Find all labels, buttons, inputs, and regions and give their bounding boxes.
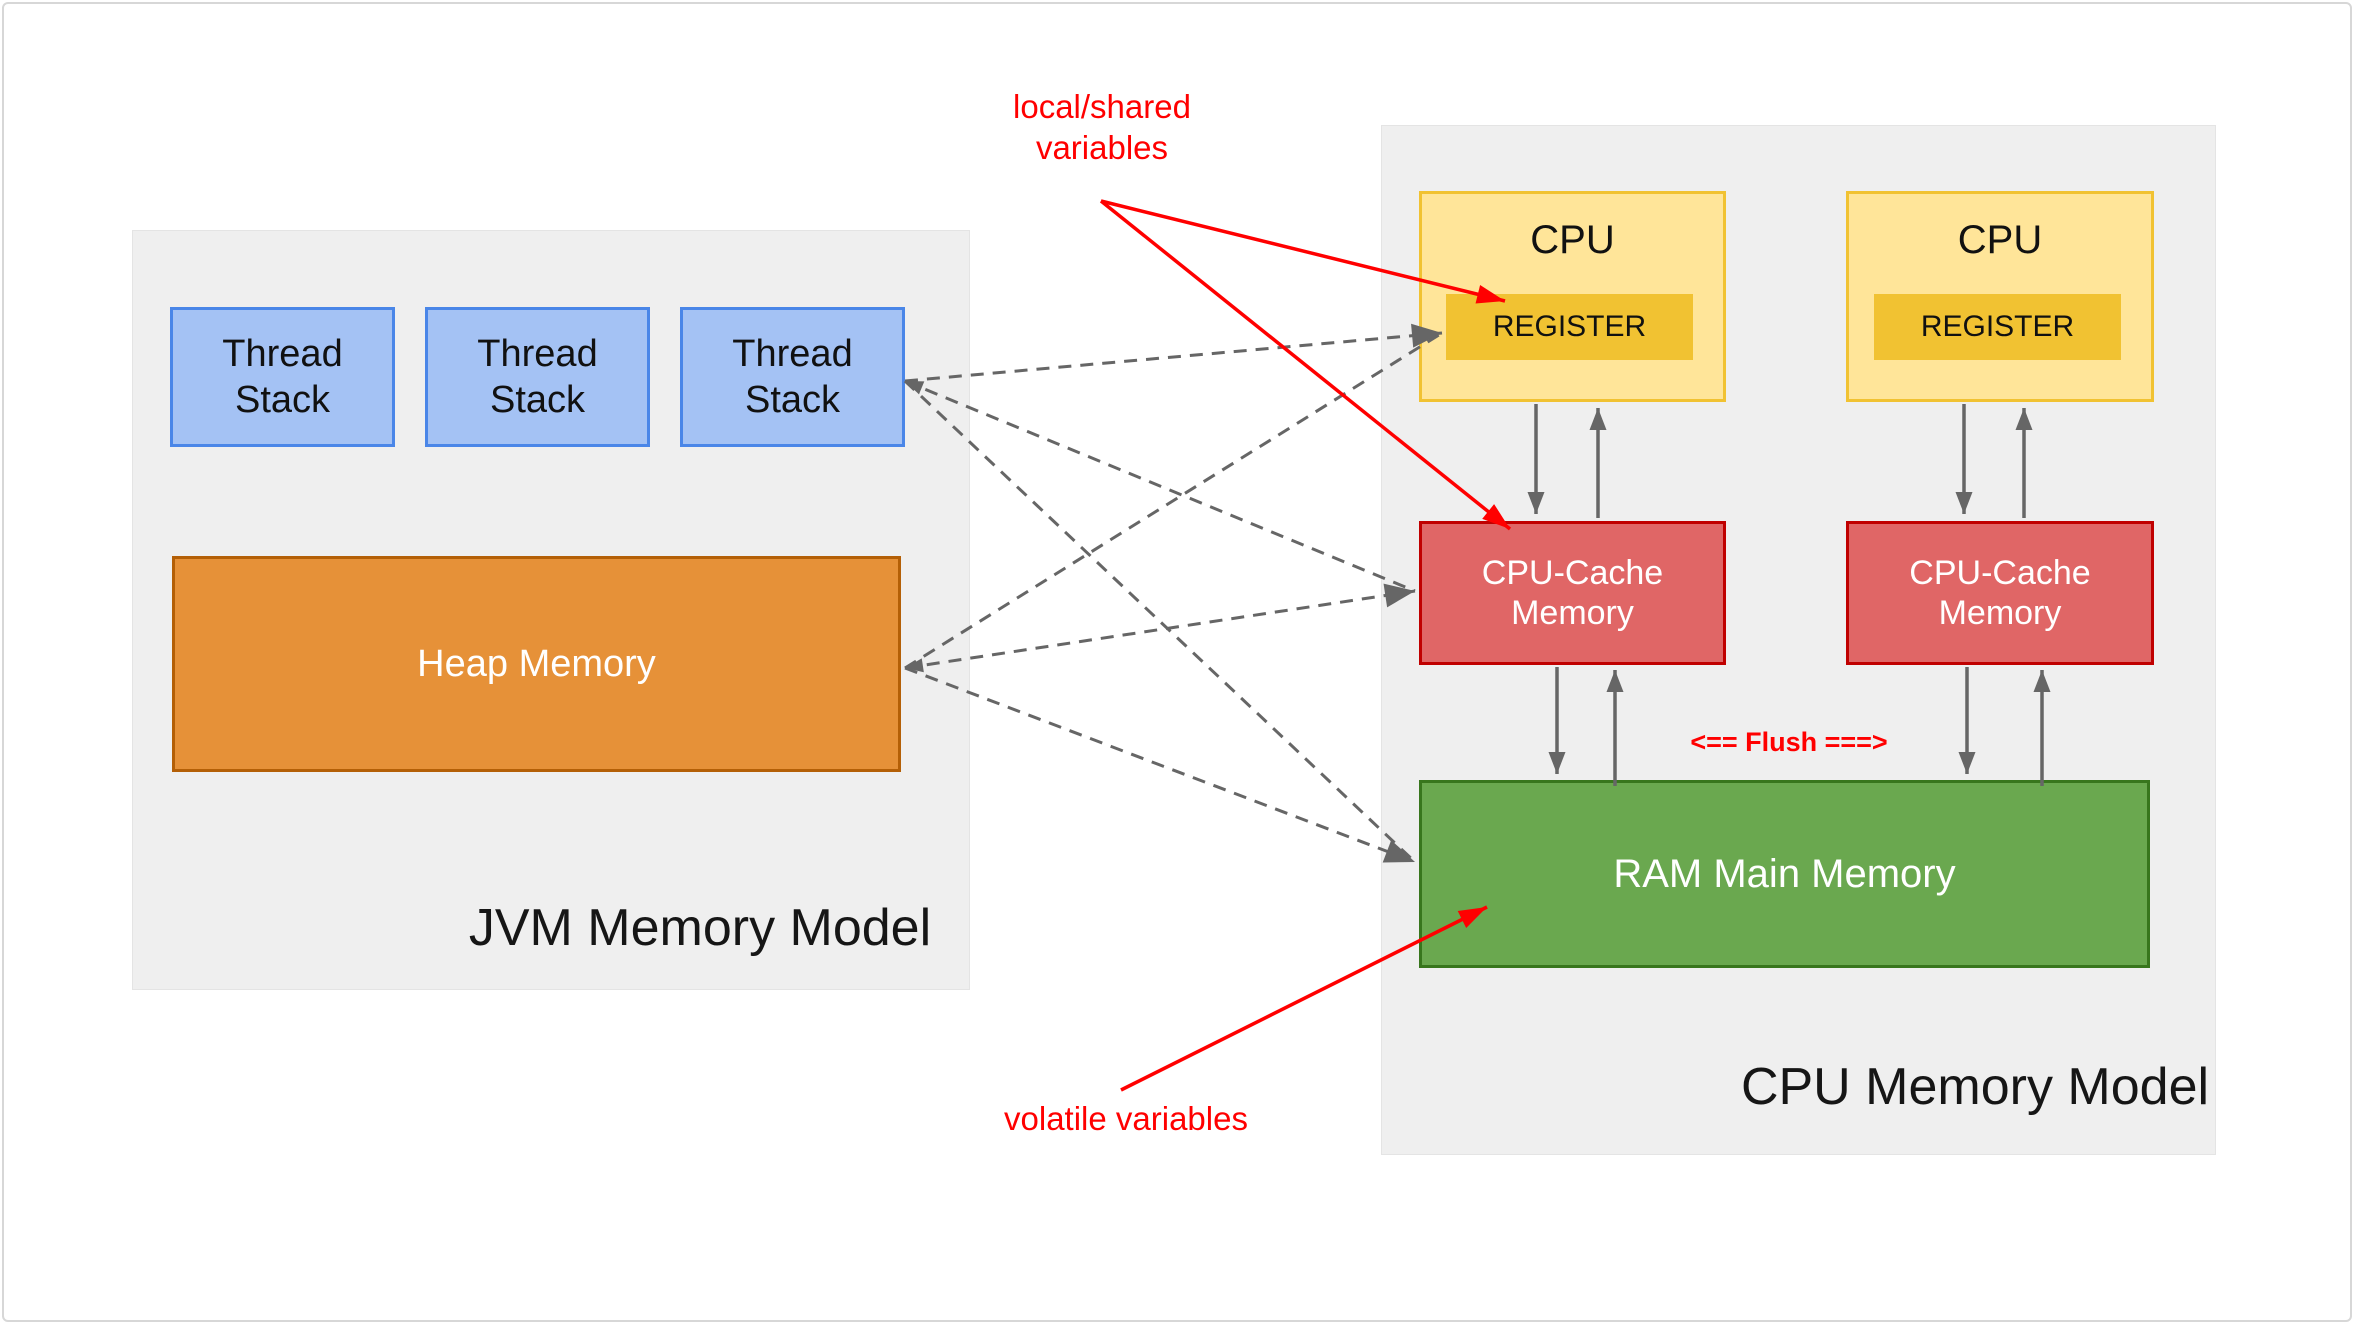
- cpu-panel-title: CPU Memory Model: [1740, 1058, 2210, 1116]
- register-label: REGISTER: [1920, 310, 2075, 343]
- register-box-2: REGISTER: [1874, 294, 2121, 360]
- cpu-label: CPU: [1957, 218, 2043, 262]
- cpu-cache-label: CPU-Cache Memory: [1909, 554, 2091, 632]
- dashed-connector-arrow: [904, 331, 1443, 383]
- thread-stack-label: Thread Stack: [222, 333, 343, 421]
- thread-stack-box-3: Thread Stack: [680, 307, 905, 447]
- cpu-cache-box-2: CPU-Cache Memory: [1846, 521, 2154, 665]
- jvm-panel-title: JVM Memory Model: [468, 899, 932, 957]
- thread-stack-box-2: Thread Stack: [425, 307, 650, 447]
- cpu-cache-box-1: CPU-Cache Memory: [1419, 521, 1726, 665]
- thread-stack-label: Thread Stack: [732, 333, 853, 421]
- dashed-connector-arrow: [903, 379, 1417, 864]
- cpu-cache-label: CPU-Cache Memory: [1481, 554, 1664, 632]
- register-box-1: REGISTER: [1446, 294, 1693, 360]
- volatile-variables-annotation: volatile variables: [1004, 1100, 1248, 1137]
- dashed-connector-arrow: [904, 331, 1443, 670]
- cpu-label: CPU: [1530, 218, 1615, 262]
- register-label: REGISTER: [1492, 310, 1647, 343]
- local-shared-variables-annotation: local/shared variables: [1013, 88, 1191, 166]
- flush-annotation: <== Flush ===>: [1690, 727, 1888, 757]
- ram-label: RAM Main Memory: [1613, 851, 1956, 896]
- dashed-connector-arrow: [904, 589, 1416, 670]
- heap-memory-label: Heap Memory: [417, 642, 656, 685]
- heap-memory-box: Heap Memory: [172, 556, 901, 772]
- thread-stack-box-1: Thread Stack: [170, 307, 395, 447]
- dashed-connector-arrow: [904, 666, 1416, 864]
- thread-stack-label: Thread Stack: [477, 333, 598, 421]
- ram-main-memory-box: RAM Main Memory: [1419, 780, 2150, 968]
- dashed-connector-arrow: [904, 379, 1416, 593]
